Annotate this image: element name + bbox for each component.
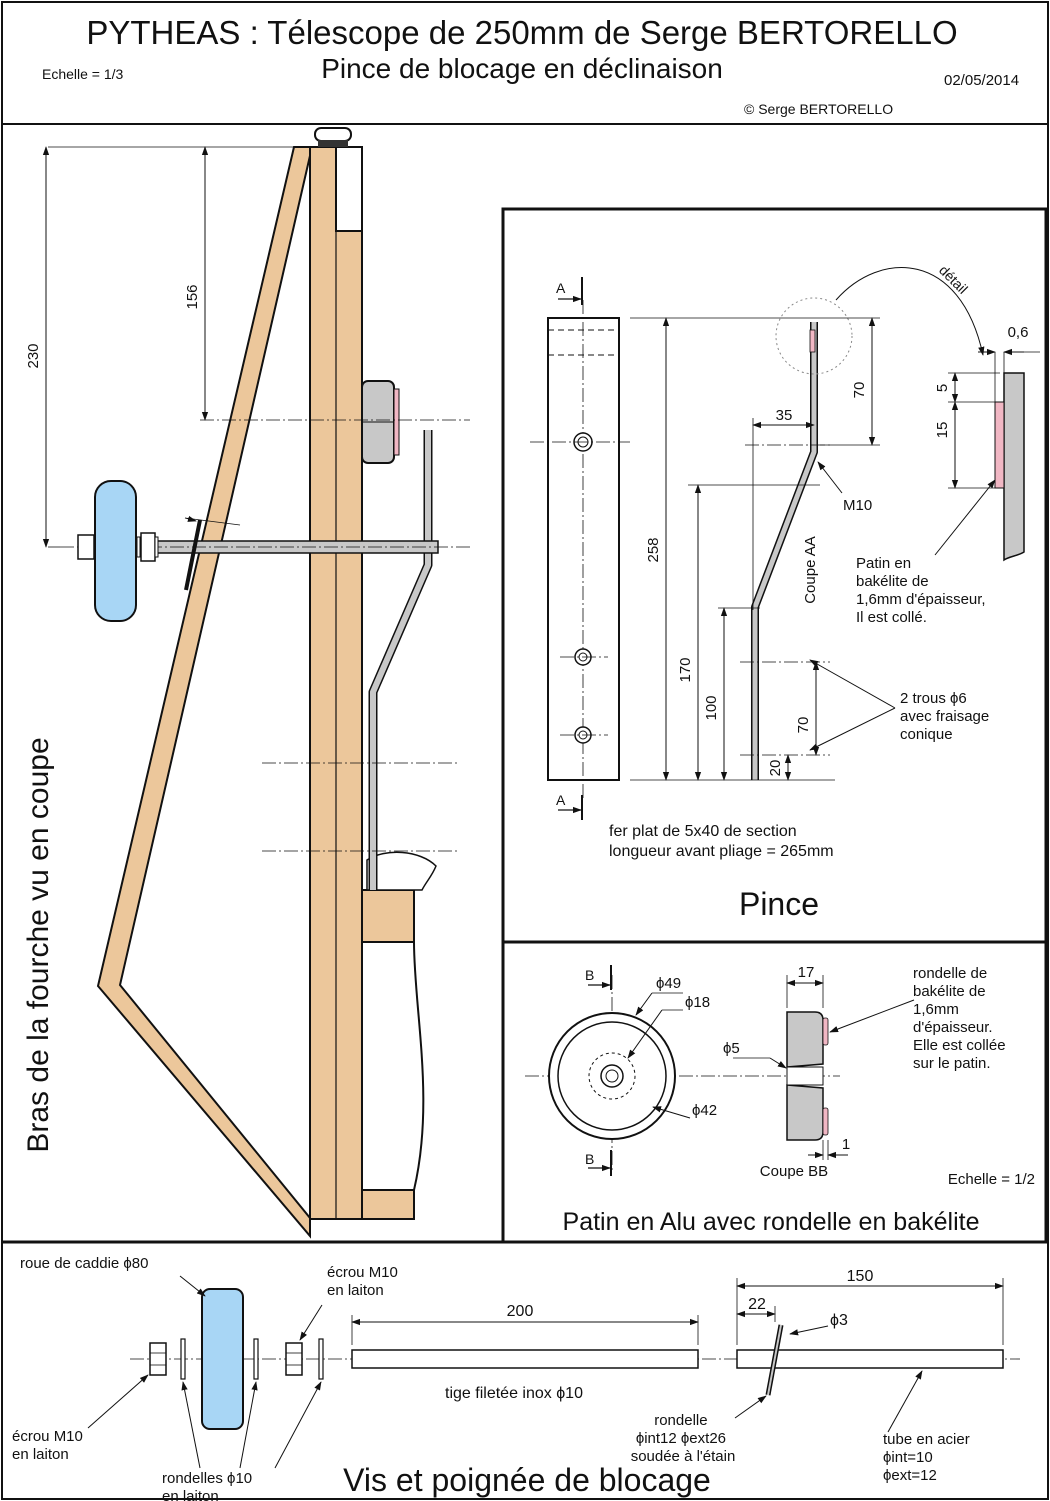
dim-170: 170 — [677, 657, 694, 682]
dim-22: 22 — [748, 1296, 766, 1313]
dim-20: 20 — [767, 760, 784, 777]
rod-label: tige filetée inox ϕ10 — [445, 1385, 583, 1402]
bakelite-washer-top — [822, 1017, 829, 1046]
label-coupe-aa: Coupe AA — [802, 536, 819, 604]
washer-mid-part — [253, 1338, 259, 1380]
dim-0-6: 0,6 — [1008, 324, 1029, 341]
label-m10: M10 — [843, 497, 872, 514]
nut-left — [77, 534, 95, 560]
copyright: © Serge BERTORELLO — [744, 101, 893, 117]
top-knob-icon — [314, 127, 352, 142]
title: PYTHEAS : Télescope de 250mm de Serge BE… — [86, 14, 957, 51]
washer-left-part — [180, 1338, 186, 1380]
subtitle: Pince de blocage en déclinaison — [321, 53, 723, 84]
dim-phi5: ϕ5 — [723, 1040, 740, 1057]
patin-18-circle — [588, 1052, 636, 1100]
dim-17: 17 — [798, 964, 815, 981]
fork-arm-section: 230 156 Bras de la fourche vu en coupe — [22, 127, 470, 1239]
washer-right-part — [318, 1338, 324, 1380]
section-a-bottom: A — [556, 792, 566, 808]
rod-part — [351, 1349, 699, 1369]
dim-200: 200 — [507, 1303, 534, 1320]
tube-label: tube en acier ϕint=10 ϕext=12 — [883, 1431, 974, 1484]
detail-circle — [775, 297, 853, 375]
dim-258: 258 — [645, 537, 662, 562]
patin-42-circle — [557, 1021, 667, 1131]
patin-scale: Echelle = 1/2 — [948, 1171, 1035, 1188]
dim-phi49: ϕ49 — [656, 975, 681, 992]
bakelite-washer-bottom — [822, 1107, 829, 1136]
detail-plate — [1003, 372, 1025, 562]
nut-right — [140, 532, 156, 562]
rondelle-label: rondelle ϕint12 ϕext26 soudée à l'étain — [631, 1412, 736, 1465]
detail-pad — [994, 401, 1005, 489]
dim-35: 35 — [776, 407, 793, 424]
wheel-label: roue de caddie ϕ80 — [20, 1255, 149, 1272]
washer-note: rondelle de bakélite de 1,6mm d'épaisseu… — [913, 965, 1010, 1072]
nut-top-label: écrou M10 en laiton — [327, 1264, 402, 1299]
section-a-top: A — [556, 280, 566, 296]
date: 02/05/2014 — [944, 72, 1019, 89]
dim-phi3: ϕ3 — [830, 1312, 848, 1329]
tube-part — [736, 1349, 1004, 1369]
dim-100: 100 — [703, 695, 720, 720]
dim-phi42: ϕ42 — [692, 1102, 717, 1119]
header: PYTHEAS : Télescope de 250mm de Serge BE… — [42, 14, 1019, 117]
tube-outline — [361, 941, 425, 1191]
steel-clamp — [368, 430, 433, 890]
dim-15-detail: 15 — [934, 422, 951, 439]
lower-bracket-bottom — [361, 1189, 415, 1220]
dim-1: 1 — [842, 1136, 850, 1153]
nut-left-part — [149, 1342, 167, 1376]
nut-bottom-label: écrou M10 en laiton — [12, 1428, 87, 1463]
pince-panel-title: Pince — [739, 886, 819, 922]
pince-panel: A A 258 170 100 70 20 70 35 — [530, 262, 1040, 922]
dim-phi18: ϕ18 — [685, 994, 710, 1011]
dim-150: 150 — [847, 1268, 874, 1285]
scale-label: Echelle = 1/3 — [42, 66, 124, 82]
dim-5-detail: 5 — [934, 384, 951, 392]
vis-panel-parts: 200 150 22 ϕ3 roue de caddie ϕ80 écrou M… — [12, 1255, 1020, 1501]
bakelite-pad — [393, 388, 400, 456]
material-note: fer plat de 5x40 de section longueur ava… — [609, 823, 834, 860]
vis-panel-title: Vis et poignée de blocage — [343, 1462, 711, 1498]
wheel-part — [201, 1288, 244, 1430]
dim-156: 156 — [184, 284, 201, 309]
patin-panel: B B ϕ49 ϕ18 ϕ42 17 ϕ5 1 Coupe BB ron — [525, 964, 1035, 1236]
holes-note: 2 trous ϕ6 avec fraisage conique — [900, 690, 993, 743]
caddie-wheel — [94, 480, 137, 622]
section-b-bottom: B — [585, 1151, 594, 1167]
bearing-block — [335, 146, 363, 232]
nut-right-part — [285, 1342, 303, 1376]
washers-label: rondelles ϕ10 en laiton — [162, 1470, 256, 1501]
fork-vertical-label: Bras de la fourche vu en coupe — [22, 737, 55, 1152]
lower-bracket-top — [361, 889, 415, 943]
patin-panel-title: Patin en Alu avec rondelle en bakélite — [563, 1208, 980, 1236]
patin-note: Patin en bakélite de 1,6mm d'épaisseur, … — [856, 555, 990, 626]
patin-section — [786, 1011, 824, 1068]
section-b-top: B — [585, 967, 594, 983]
dim-70-bottom: 70 — [795, 717, 812, 734]
pince-flat-bar — [547, 317, 620, 781]
dim-230: 230 — [25, 343, 42, 368]
dim-70-top: 70 — [851, 382, 868, 399]
label-coupe-bb: Coupe BB — [760, 1163, 828, 1180]
